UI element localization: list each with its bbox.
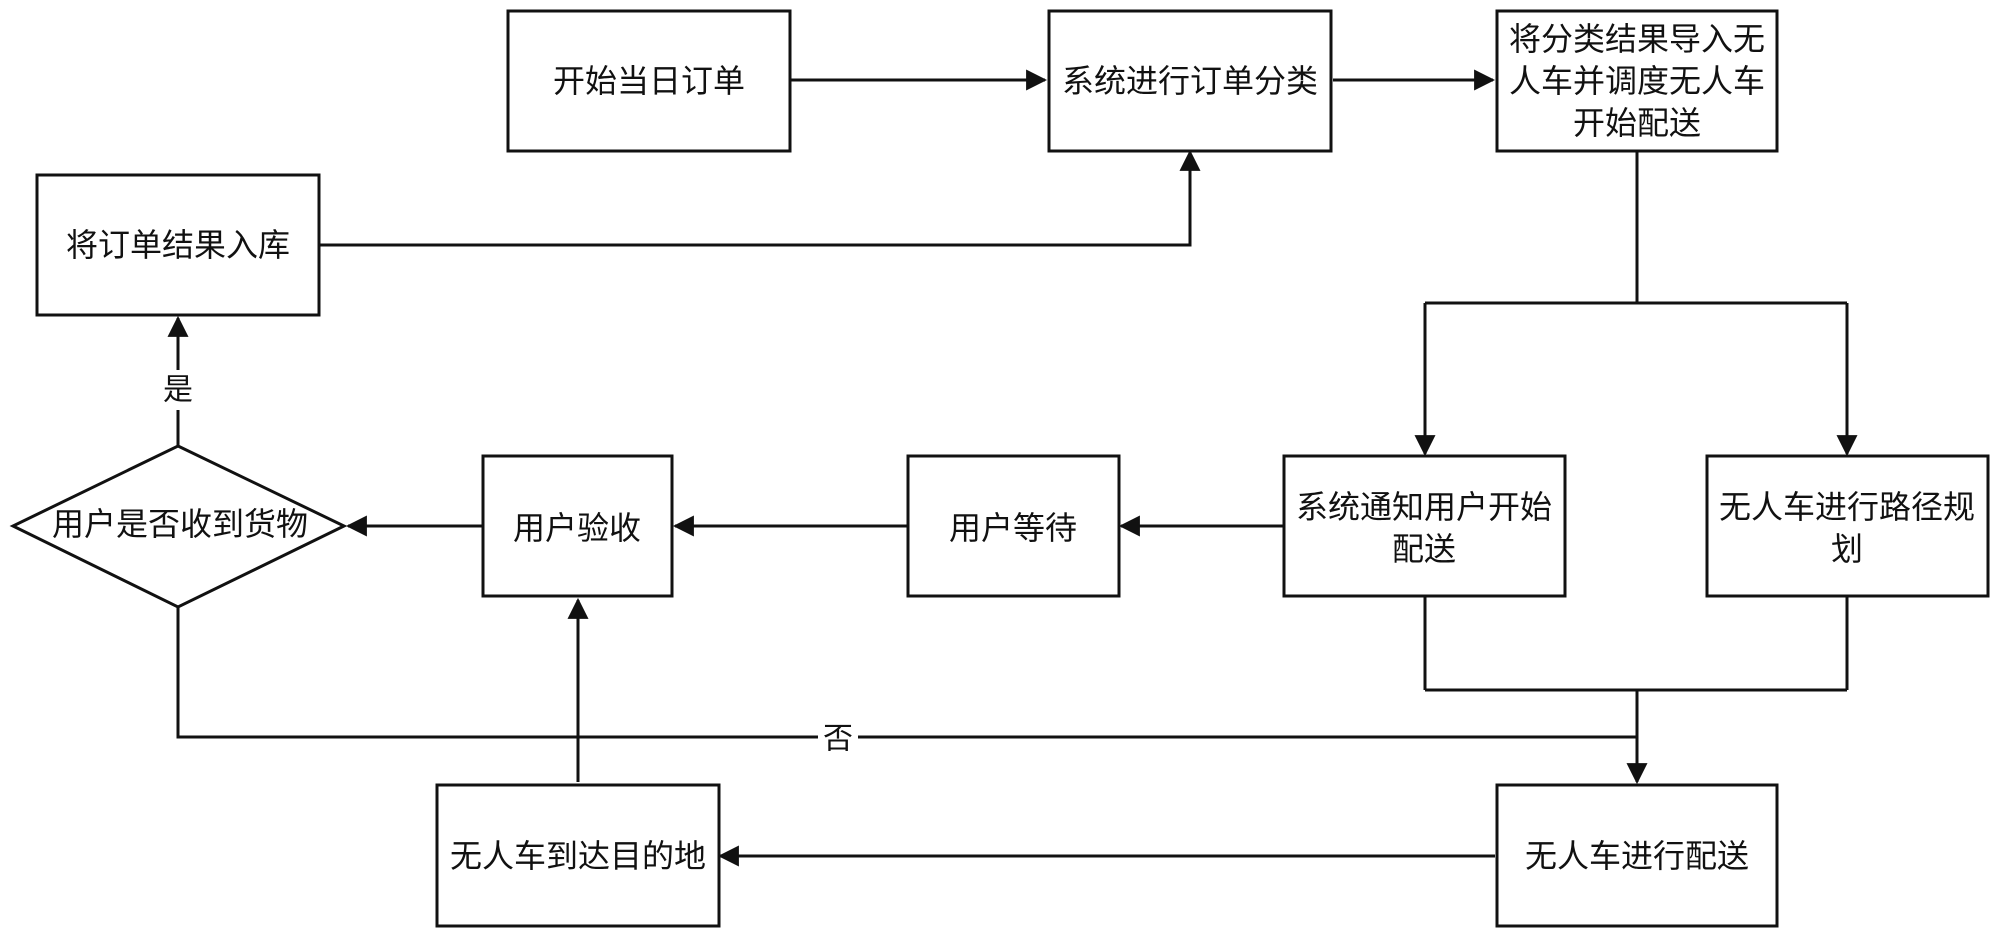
node-box xyxy=(481,454,674,598)
edge-decision-no xyxy=(176,607,1637,739)
node-vehicle-delivers: 无人车进行配送 xyxy=(1495,783,1779,928)
node-label-line: 配送 xyxy=(1392,530,1456,568)
node-label: 用户等待 xyxy=(949,509,1077,547)
node-box xyxy=(435,783,721,928)
decision-diamond xyxy=(9,444,348,609)
no-label-bg xyxy=(818,718,858,758)
node-route-planning: 无人车进行路径规划 xyxy=(1705,454,1990,598)
node-label-line: 将订单结果入库 xyxy=(66,226,290,264)
node-label-line: 划 xyxy=(1831,530,1863,568)
node-box xyxy=(506,9,792,153)
node-label-line: 将分类结果导入无 xyxy=(1509,20,1765,58)
node-box xyxy=(906,454,1121,598)
node-label: 用户验收 xyxy=(513,509,641,547)
node-box xyxy=(1495,9,1779,153)
node-notify-user: 系统通知用户开始配送 xyxy=(1282,454,1567,598)
node-label-line: 用户是否收到货物 xyxy=(52,505,308,543)
node-label: 用户是否收到货物 xyxy=(52,505,308,543)
node-label-line: 人车并调度无人车 xyxy=(1509,62,1765,100)
node-arrive-destination: 无人车到达目的地 xyxy=(435,783,721,928)
edges xyxy=(167,69,1858,867)
node-label-line: 用户等待 xyxy=(949,509,1077,547)
node-user-accepts: 用户验收 xyxy=(481,454,674,598)
node-import-dispatch: 将分类结果导入无人车并调度无人车开始配送 xyxy=(1495,9,1779,153)
node-label-line: 系统通知用户开始 xyxy=(1296,488,1552,526)
node-label: 无人车进行路径规划 xyxy=(1719,488,1975,568)
node-label-line: 开始当日订单 xyxy=(553,62,745,100)
node-label: 将订单结果入库 xyxy=(66,226,290,264)
node-label: 系统通知用户开始配送 xyxy=(1296,488,1552,568)
node-received-decision: 用户是否收到货物 xyxy=(9,444,348,609)
node-classify-orders: 系统进行订单分类 xyxy=(1047,9,1333,153)
edge-label-yes: 是 xyxy=(163,373,193,408)
node-box xyxy=(1495,783,1779,928)
node-user-waits: 用户等待 xyxy=(906,454,1121,598)
node-box xyxy=(1705,454,1990,598)
node-label-line: 无人车进行路径规 xyxy=(1719,488,1975,526)
node-box xyxy=(1047,9,1333,153)
yes-label-bg xyxy=(160,370,196,410)
node-start-orders: 开始当日订单 xyxy=(506,9,792,153)
node-label: 将分类结果导入无人车并调度无人车开始配送 xyxy=(1509,20,1765,142)
edge-label-no: 否 xyxy=(823,722,853,757)
edge-labels: 是 否 xyxy=(160,370,858,758)
node-label-line: 开始配送 xyxy=(1573,104,1701,142)
node-label: 无人车进行配送 xyxy=(1525,837,1749,875)
node-label-line: 用户验收 xyxy=(513,509,641,547)
node-label: 开始当日订单 xyxy=(553,62,745,100)
edge-store-to-classify xyxy=(320,149,1201,247)
node-store-results: 将订单结果入库 xyxy=(35,173,321,317)
node-label: 无人车到达目的地 xyxy=(450,837,706,875)
node-label: 系统进行订单分类 xyxy=(1062,62,1318,100)
node-label-line: 无人车到达目的地 xyxy=(450,837,706,875)
node-label-line: 无人车进行配送 xyxy=(1525,837,1749,875)
node-label-line: 系统进行订单分类 xyxy=(1062,62,1318,100)
node-box xyxy=(35,173,321,317)
node-box xyxy=(1282,454,1567,598)
